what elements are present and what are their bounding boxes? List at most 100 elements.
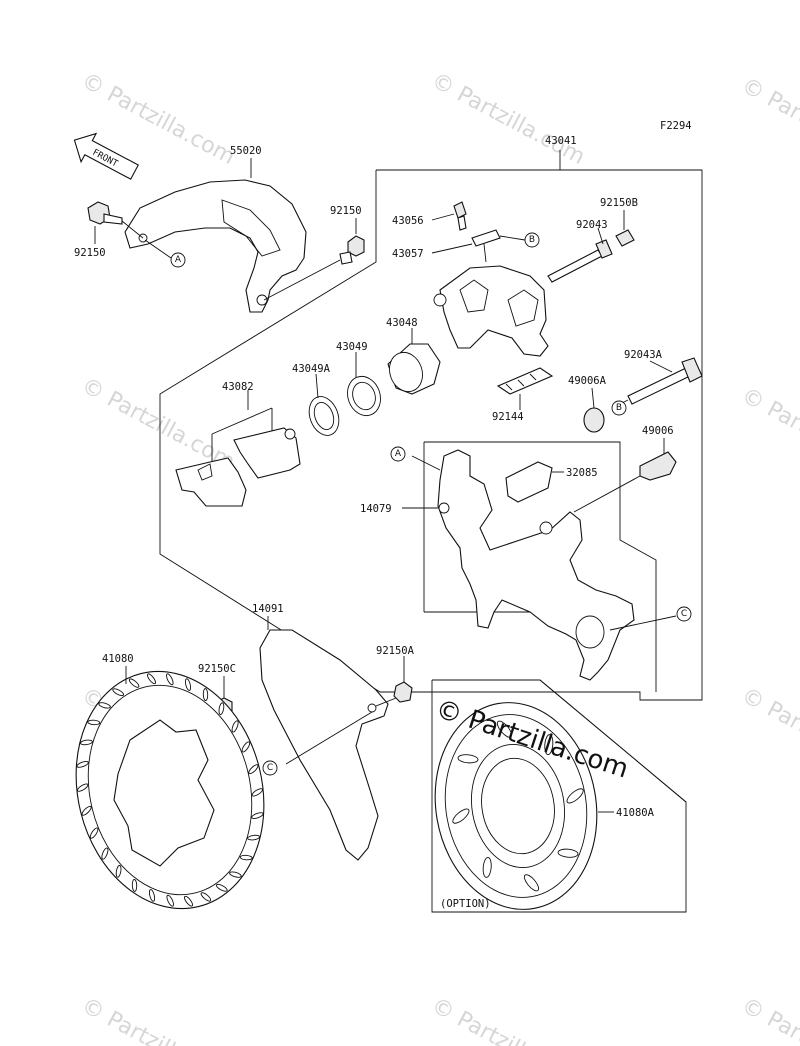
disc-slot — [101, 847, 109, 860]
disc-slot — [229, 871, 242, 878]
disc-slot — [218, 702, 225, 716]
seal-43049A — [308, 373, 340, 436]
bolt-92150-left — [87, 201, 144, 244]
part-labels: 55020 43041 92150 92150 43056 43057 9204… — [74, 135, 674, 910]
svg-text:A: A — [175, 255, 182, 265]
caliper-bracket-14079 — [402, 449, 635, 681]
label-32085: 32085 — [566, 467, 598, 479]
disc-slot — [146, 673, 157, 685]
plug-92150B — [615, 210, 635, 247]
disc-slot — [166, 894, 174, 907]
option-outline — [431, 679, 687, 913]
svg-text:B: B — [529, 235, 535, 245]
disc-slot — [76, 761, 89, 768]
disc-guard-14091 — [259, 616, 389, 861]
callout-B-upper: B — [499, 232, 540, 248]
disc-slot — [89, 827, 99, 839]
label-41080A: 41080A — [616, 807, 655, 819]
label-43041: 43041 — [545, 135, 577, 147]
label-14091: 14091 — [252, 603, 284, 615]
label-43049: 43049 — [336, 341, 368, 353]
label-14079: 14079 — [360, 503, 392, 515]
label-92144: 92144 — [492, 411, 524, 423]
label-43057: 43057 — [392, 248, 424, 260]
disc-slot — [115, 864, 122, 878]
disc-slot — [248, 764, 259, 775]
caliper-body — [433, 265, 549, 357]
diagram-code: F2294 — [660, 120, 692, 132]
label-92150-left: 92150 — [74, 247, 106, 259]
bolt-92150A — [375, 656, 413, 707]
caliper-guard-55020 — [124, 158, 307, 313]
brake-disc-41080 — [75, 666, 265, 910]
disc-slot — [184, 678, 192, 691]
disc-slot — [482, 856, 492, 878]
front-arrow-icon: FRONT — [73, 132, 139, 180]
label-43082: 43082 — [222, 381, 254, 393]
watermark: © Partzilla.com — [427, 993, 589, 1046]
callout-B-lower: B — [611, 400, 627, 416]
watermark: © Partzilla.com — [77, 373, 239, 475]
label-92150C: 92150C — [198, 663, 236, 675]
cap-43057 — [431, 229, 501, 263]
disc-slot — [81, 805, 92, 816]
brake-pads-43082 — [175, 390, 301, 507]
label-49006: 49006 — [642, 425, 674, 437]
disc-slots — [76, 673, 264, 907]
disc-slot — [98, 702, 111, 709]
label-92150B: 92150B — [600, 197, 638, 209]
boot-49006 — [573, 438, 677, 513]
disc-slots — [452, 720, 584, 892]
disc-slot — [77, 783, 89, 792]
disc-slot — [557, 848, 579, 858]
svg-text:B: B — [616, 403, 622, 413]
label-43056: 43056 — [392, 215, 424, 227]
disc-slot — [112, 688, 125, 697]
piston-43048 — [387, 328, 441, 395]
svg-text:C: C — [267, 763, 273, 773]
disc-slot — [87, 719, 101, 726]
disc-slot — [496, 720, 513, 738]
disc-slot — [231, 720, 239, 733]
label-49006A: 49006A — [568, 375, 607, 387]
watermark: © Partzilla.com — [737, 73, 800, 175]
callout-C-left: C — [262, 760, 278, 776]
watermark: © Partzilla.com — [737, 383, 800, 485]
spring-92144 — [496, 367, 554, 410]
disc-slot — [131, 878, 138, 892]
callout-A-upper: A — [144, 239, 186, 268]
disc-slot — [166, 673, 174, 686]
disc-slot — [247, 834, 260, 841]
label-55020: 55020 — [230, 145, 262, 157]
disc-slot — [215, 883, 228, 892]
boot-49006A — [583, 387, 605, 433]
pin-92043A — [611, 357, 703, 409]
bleed-valve-43056 — [431, 201, 467, 231]
disc-slot — [239, 854, 253, 861]
disc-slot — [241, 741, 251, 753]
bolt-92150-right — [263, 218, 365, 301]
brake-disc-41080A — [434, 702, 614, 910]
watermark: © Partzilla.com — [427, 68, 589, 170]
disc-slot — [452, 808, 470, 824]
label-43048: 43048 — [386, 317, 418, 329]
disc-slot — [200, 892, 212, 902]
seal-43049 — [347, 352, 381, 417]
label-92150-right: 92150 — [330, 205, 362, 217]
watermark: © Partzilla.com — [737, 683, 800, 785]
disc-slot — [148, 889, 156, 902]
disc-slot — [523, 874, 540, 892]
disc-slot — [544, 734, 554, 756]
option-label: (OPTION) — [440, 898, 491, 910]
disc-slot — [457, 754, 479, 764]
label-41080: 41080 — [102, 653, 134, 665]
watermark: © Partzilla.com — [737, 993, 800, 1046]
disc-slot — [183, 895, 194, 907]
callout-C-right: C — [609, 606, 692, 631]
callout-A-lower: A — [390, 446, 406, 462]
assembly-outline — [159, 150, 703, 701]
clip-32085 — [505, 461, 564, 503]
disc-slot — [566, 788, 584, 804]
disc-slot — [128, 678, 140, 688]
